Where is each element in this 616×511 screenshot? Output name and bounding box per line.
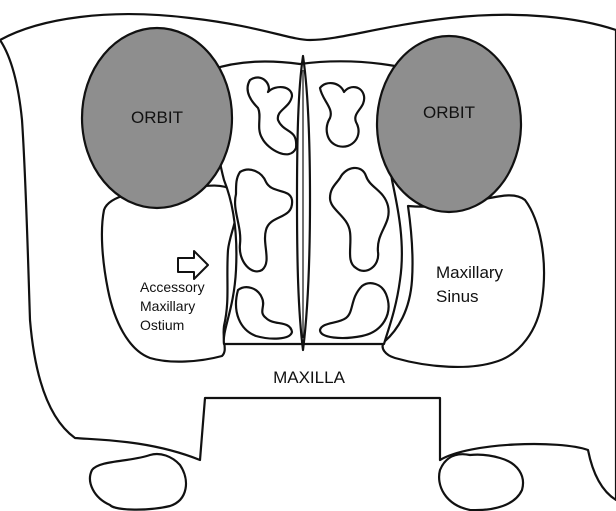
maxillary-sinus-label-line2: Sinus [436, 287, 479, 306]
orbit-right-label: ORBIT [423, 103, 475, 122]
accessory-ostium-label-line3: Ostium [140, 317, 184, 333]
right-orbit [377, 36, 521, 212]
maxillary-sinus-label-line1: Maxillary [436, 263, 504, 282]
right-tooth [439, 454, 523, 510]
accessory-ostium-label-line1: Accessory [140, 279, 205, 295]
accessory-ostium-label-line2: Maxillary [140, 298, 195, 314]
maxilla-label: MAXILLA [273, 368, 345, 387]
orbit-left-label: ORBIT [131, 108, 183, 127]
left-tooth [90, 454, 186, 510]
